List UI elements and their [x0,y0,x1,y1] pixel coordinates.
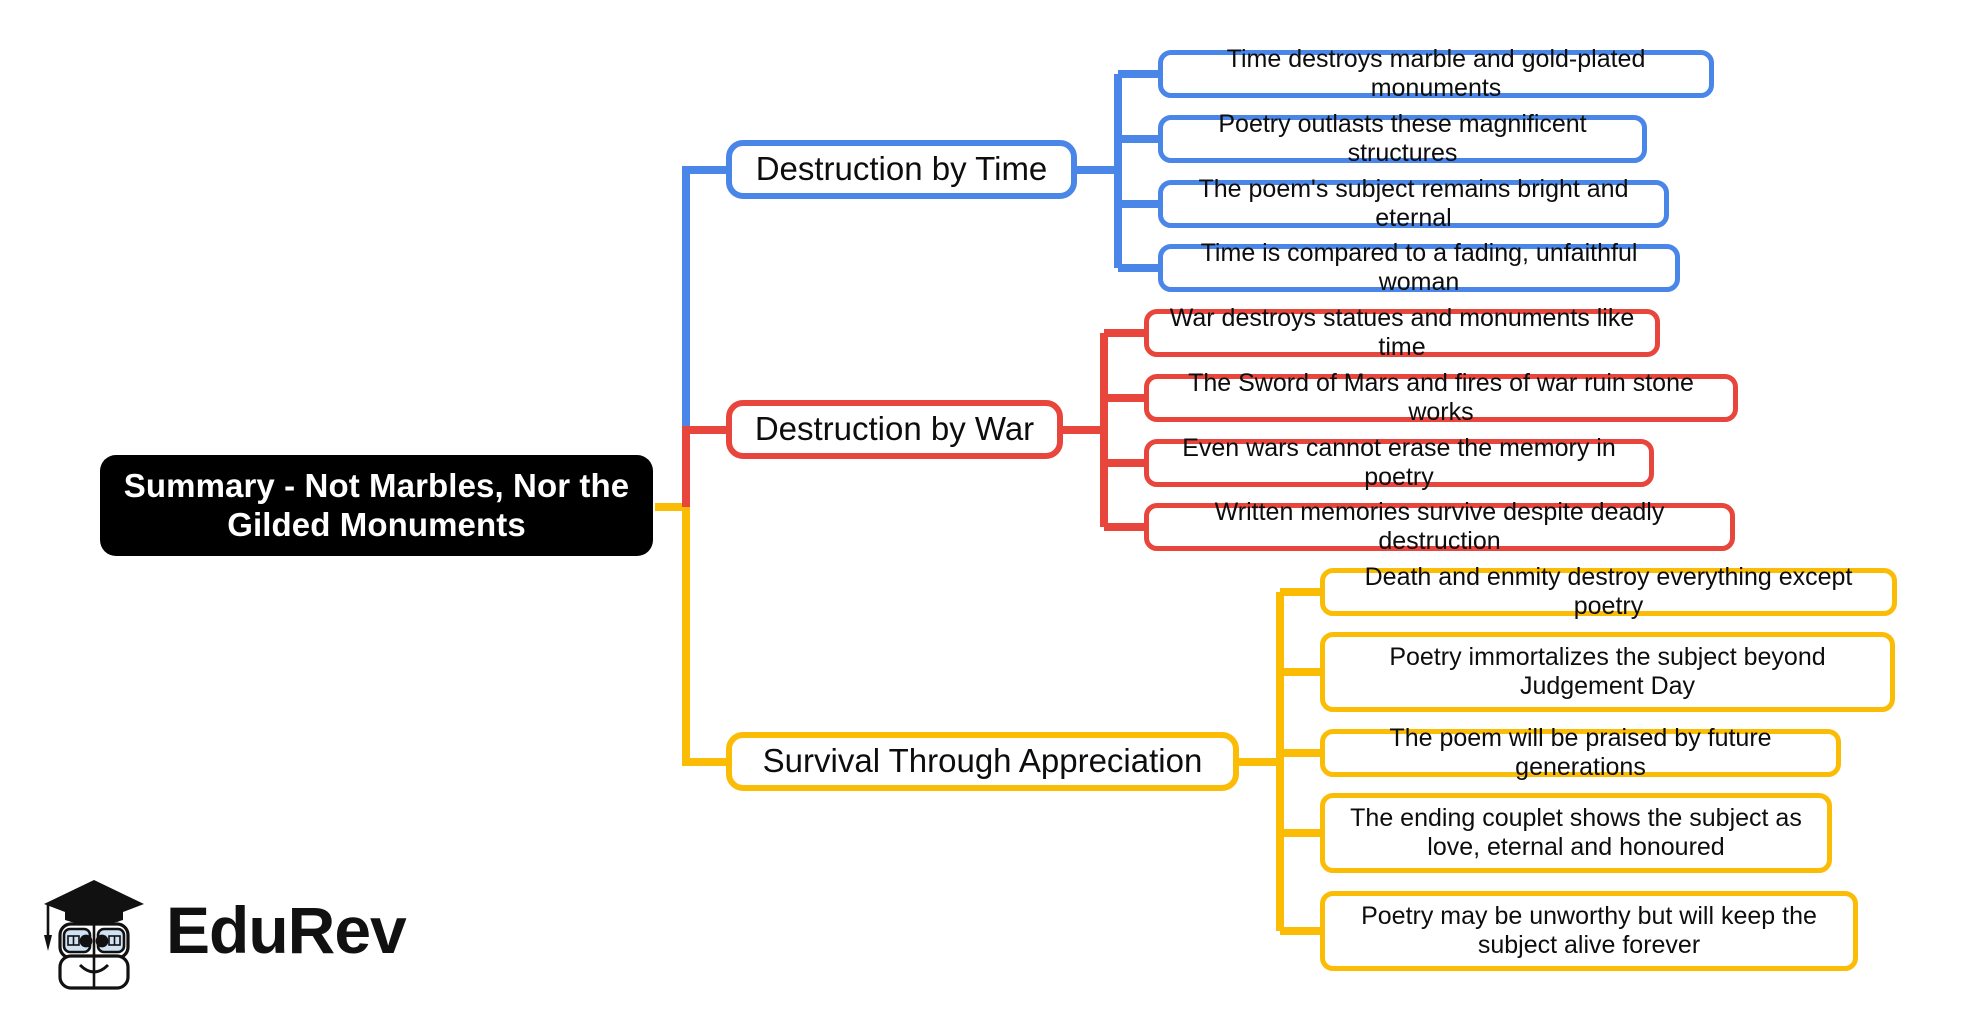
leaf-node[interactable]: Time is compared to a fading, unfaithful… [1158,239,1680,296]
leaf-node[interactable]: The poem will be praised by future gener… [1320,724,1841,781]
leaf-node[interactable]: Poetry outlasts these magnificent struct… [1158,110,1647,167]
leaf-node[interactable]: The poem's subject remains bright and et… [1158,175,1669,232]
leaf-node-label: Poetry may be unworthy but will keep the… [1361,901,1817,960]
branch-node-label: Destruction by War [754,410,1035,448]
leaf-node-label: Poetry outlasts these magnificent struct… [1218,109,1587,168]
branch-node-destruction-by-war[interactable]: Destruction by War [726,400,1063,459]
leaf-node-label: The Sword of Mars and fires of war ruin … [1188,368,1694,427]
branch-node-label: Destruction by Time [755,150,1048,188]
leaf-node[interactable]: War destroys statues and monuments like … [1144,304,1660,361]
leaf-node-label: Time destroys marble and gold-plated mon… [1226,44,1646,103]
leaf-node-label: Poetry immortalizes the subject beyond J… [1389,642,1826,701]
root-node-label: Summary - Not Marbles, Nor the Gilded Mo… [123,466,630,543]
edurev-wordmark: EduRev [166,893,407,967]
graduation-cap-book-mascot-icon [44,880,144,990]
leaf-node[interactable]: The ending couplet shows the subject as … [1320,793,1832,873]
leaf-node-label: The poem's subject remains bright and et… [1198,174,1629,233]
leaf-node[interactable]: Written memories survive despite deadly … [1144,498,1735,555]
branch-node-survival-through-appreciation[interactable]: Survival Through Appreciation [726,732,1239,791]
branch-node-destruction-by-time[interactable]: Destruction by Time [726,140,1077,199]
branch-node-label: Survival Through Appreciation [762,742,1203,780]
leaf-node-label: Even wars cannot erase the memory in poe… [1182,433,1616,492]
edurev-logo[interactable]: EduRev [36,872,407,994]
leaf-node-label: The poem will be praised by future gener… [1389,723,1772,782]
leaf-node-label: Written memories survive despite deadly … [1214,497,1665,556]
leaf-node[interactable]: Death and enmity destroy everything exce… [1320,563,1897,620]
leaf-node-label: War destroys statues and monuments like … [1169,303,1635,362]
leaf-node-label: The ending couplet shows the subject as … [1350,803,1802,862]
leaf-node-label: Death and enmity destroy everything exce… [1364,562,1853,621]
leaf-node[interactable]: The Sword of Mars and fires of war ruin … [1144,369,1738,426]
leaf-node[interactable]: Poetry immortalizes the subject beyond J… [1320,632,1895,712]
leaf-node-label: Time is compared to a fading, unfaithful… [1200,238,1638,297]
leaf-node[interactable]: Poetry may be unworthy but will keep the… [1320,891,1858,971]
root-node[interactable]: Summary - Not Marbles, Nor the Gilded Mo… [100,455,653,556]
leaf-node[interactable]: Even wars cannot erase the memory in poe… [1144,434,1654,491]
leaf-node[interactable]: Time destroys marble and gold-plated mon… [1158,45,1714,102]
